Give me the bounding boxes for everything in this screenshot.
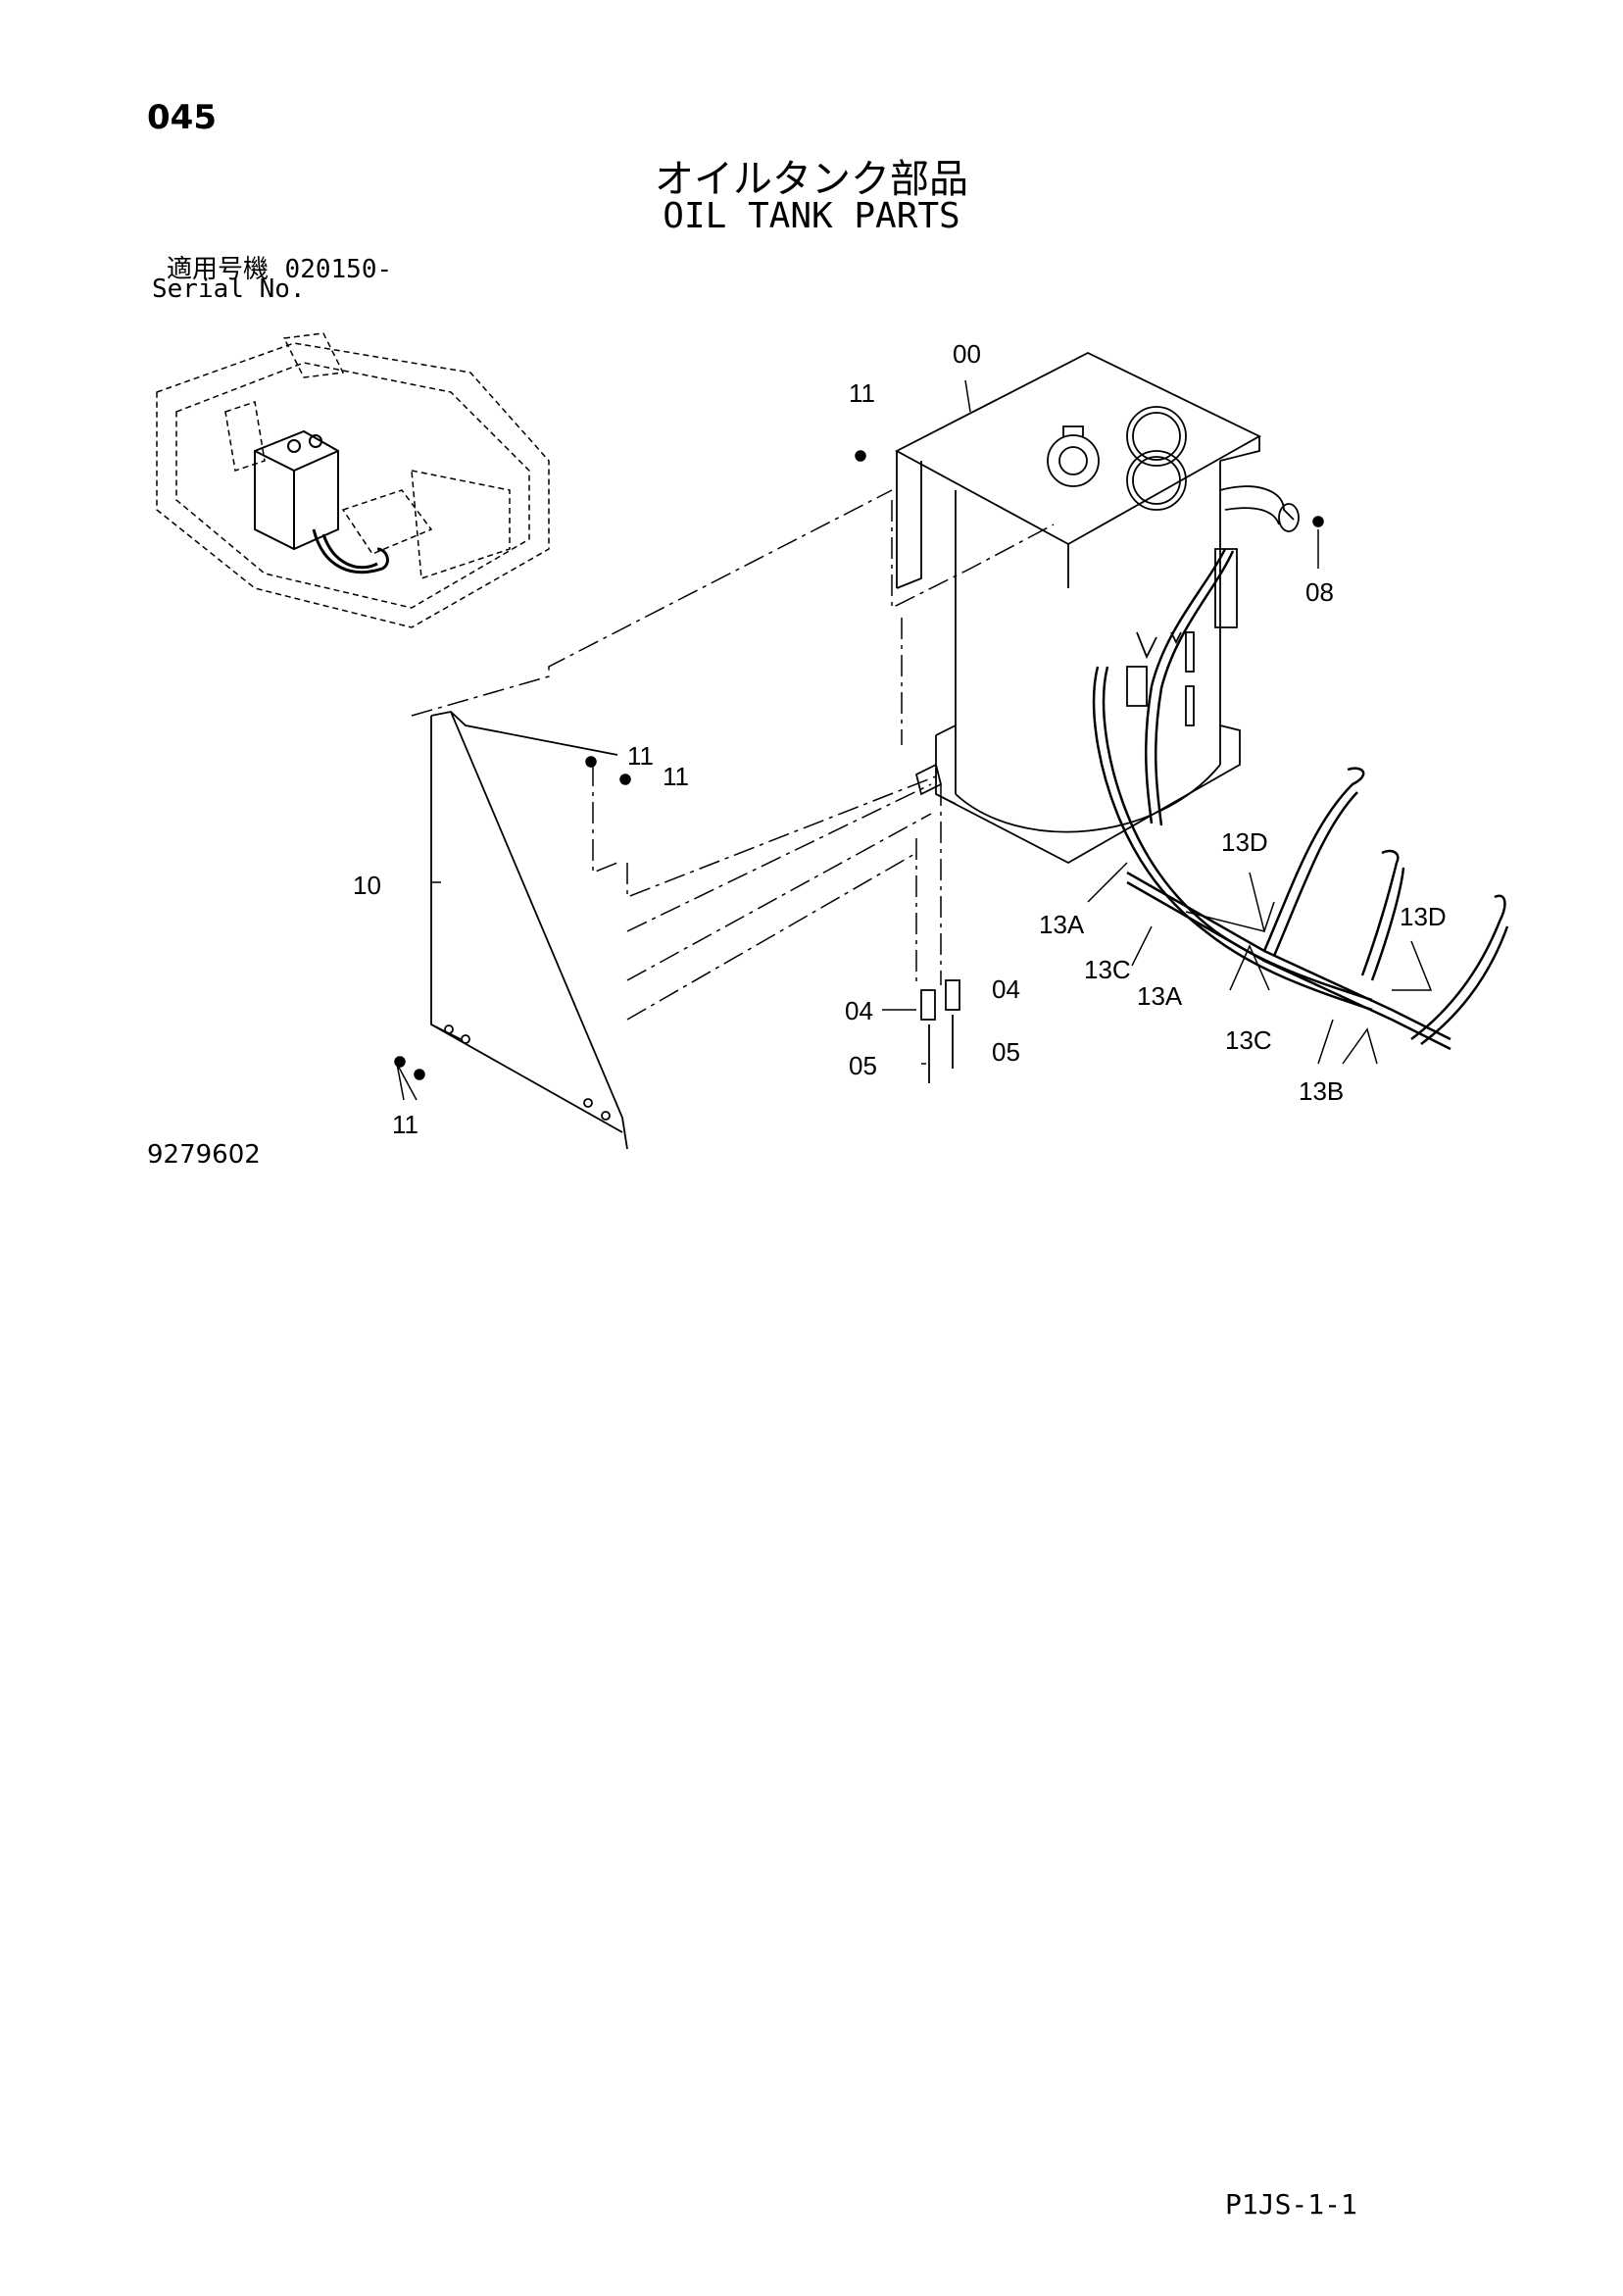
callout-05-left: 05 bbox=[849, 1051, 877, 1080]
callout-13b: 13B bbox=[1299, 1076, 1344, 1106]
callout-11-bottom: 11 bbox=[392, 1110, 418, 1139]
title-japanese: オイルタンク部品 bbox=[655, 157, 968, 202]
cover-plate bbox=[430, 710, 628, 1150]
callout-04-left: 04 bbox=[845, 996, 873, 1025]
callout-08: 08 bbox=[1305, 577, 1334, 607]
callout-11-mid-a: 11 bbox=[627, 741, 654, 771]
bolts bbox=[394, 450, 1324, 1080]
bracket-detail bbox=[914, 763, 960, 1083]
page-number: 045 bbox=[147, 98, 217, 137]
callout-13d-right: 13D bbox=[1400, 902, 1447, 931]
filters bbox=[1126, 548, 1238, 726]
callout-11-top: 11 bbox=[849, 378, 875, 408]
callout-13c-left: 13C bbox=[1084, 955, 1131, 984]
callout-00: 00 bbox=[953, 339, 981, 369]
page-code: P1JS-1-1 bbox=[1225, 2188, 1357, 2221]
callout-leaders bbox=[396, 379, 1433, 1101]
callout-13a-left: 13A bbox=[1039, 910, 1085, 939]
assembly-leader-lines bbox=[411, 489, 1055, 1021]
callout-13a-mid: 13A bbox=[1137, 981, 1183, 1011]
machine-overview-sketch bbox=[156, 332, 550, 628]
machine-overview-tank bbox=[254, 429, 389, 574]
serial-label-jp-text: 適用号機 bbox=[167, 255, 270, 284]
title-english: OIL TANK PARTS bbox=[663, 196, 960, 236]
callout-10: 10 bbox=[353, 871, 381, 900]
callout-05-right: 05 bbox=[992, 1037, 1020, 1067]
callout-04-right: 04 bbox=[992, 974, 1020, 1004]
hose-assembly bbox=[1092, 548, 1509, 1051]
serial-label-japanese: 適用号機 020150- bbox=[167, 249, 392, 285]
callout-11-mid-b: 11 bbox=[663, 762, 689, 791]
oil-tank-body bbox=[895, 351, 1300, 865]
callout-13c-right: 13C bbox=[1225, 1025, 1272, 1055]
serial-label-english: Serial No. bbox=[152, 275, 306, 304]
serial-value: 020150- bbox=[284, 255, 393, 284]
callout-13d-upper: 13D bbox=[1221, 827, 1268, 857]
drawing-number: 9279602 bbox=[147, 1140, 261, 1170]
